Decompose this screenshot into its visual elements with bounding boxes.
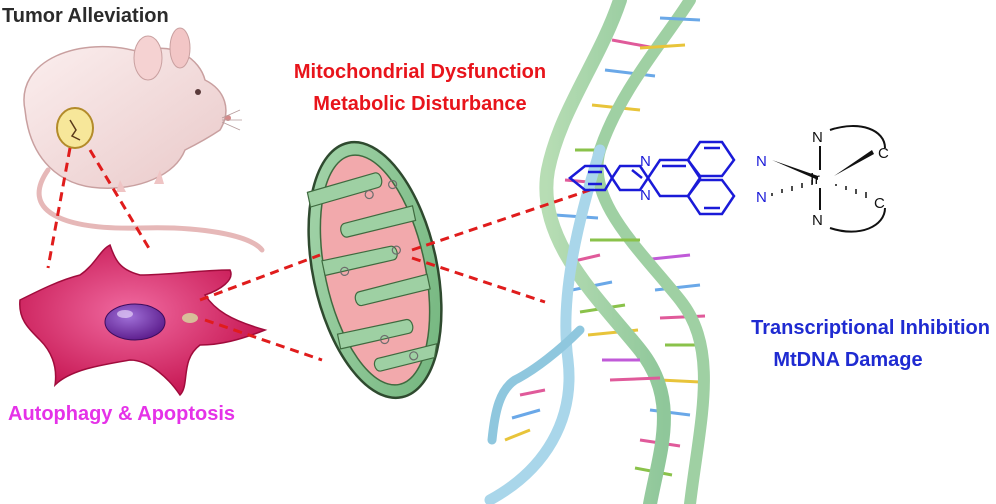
dna-single-strand [484,144,606,504]
cell-nucleus [104,303,166,341]
mouse-ear [169,27,191,69]
cn-ligand-arc-bottom [829,207,886,233]
atom-n-ligand-top: N [756,153,767,170]
tumor-alleviation-label: Tumor Alleviation [2,5,169,27]
connector-cell-mito-top [199,253,321,302]
mouse-body [23,45,227,189]
hash-bond-bottom [771,180,813,196]
atom-n-top: N [812,129,823,146]
dna-backbone-2 [591,0,710,504]
iridium-complex-structure [567,140,736,216]
mitochondrion-granules [340,179,419,361]
cancer-cell-illustration [19,243,268,397]
metabolic-disturbance-label: Metabolic Disturbance [313,93,526,115]
mitochondrial-dysfunction-label: Mitochondrial Dysfunction [294,61,546,83]
connector-mito-dna-bottom [411,256,546,304]
atom-labels: N N N N N N Ir C C [640,129,889,229]
atom-n: N [640,187,651,204]
wedge-bond-c-top [834,150,874,176]
connector-tumor-cell-right [88,149,152,251]
pyridine-bottom [686,178,736,216]
mtdna-damage-label: MtDNA Damage [773,349,922,371]
mouse-tail [36,167,265,253]
mouse-whiskers [221,109,242,131]
atom-c-top: C [878,145,889,162]
atom-c-bottom: C [874,195,885,212]
mouse-nose [225,115,231,121]
connector-tumor-cell-left [46,147,72,269]
atom-n-bottom: N [812,212,823,229]
transcriptional-inhibition-label: Transcriptional Inhibition [751,317,990,339]
nucleus-highlight [117,310,133,318]
connector-cell-mito-bottom [204,318,323,362]
mouse-foot [154,170,164,184]
autophagy-apoptosis-label: Autophagy & Apoptosis [8,403,235,425]
connector-mito-dna-top [411,188,591,252]
mouse-illustration [23,27,265,253]
hash-bond-c-bottom [835,184,867,198]
atom-n-ligand-bottom: N [756,189,767,206]
atom-n: N [640,153,651,170]
dna-single-strand-2 [487,325,585,445]
dna-double-helix [484,0,710,504]
tumor-crack [69,119,81,141]
dna-base-pairs [504,38,706,477]
atom-ir: Ir [810,171,820,188]
cell-mitochondrion-dot [182,313,198,323]
mitochondrion-illustration [306,140,443,400]
pyridine-top [686,140,736,178]
mouse-eye [195,89,201,95]
central-ring [646,158,702,198]
mouse-foot-2 [116,180,126,192]
connector-lines [46,147,591,362]
wedge-bond-top [772,160,818,180]
mitochondrion-cristae [306,172,438,372]
cn-ligand-arc-top [829,125,886,149]
mouse-ear-2 [133,35,163,81]
